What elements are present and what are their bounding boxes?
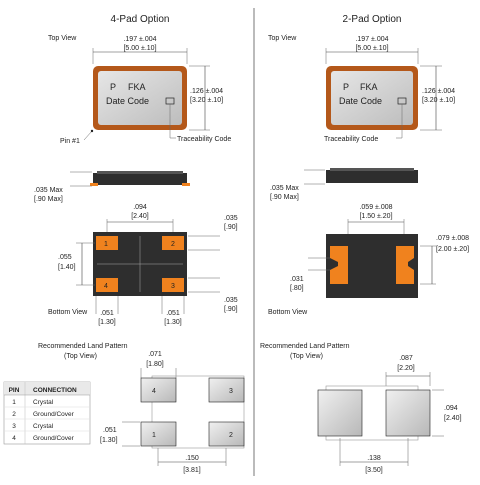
left-pin-label: 1 [104,241,108,248]
left-height-dim: .126 ±.004 [190,88,223,95]
right-side-view [326,168,418,183]
right-thick-dim-mm: [.90 Max] [270,194,299,201]
left-width-dim: .197 ±.004 [123,36,156,43]
left-pad-h-dim2: .035 [224,297,238,304]
right-pad-span: .059 ±.008 [359,204,392,211]
left-pad-4 [96,278,118,292]
left-land-span-mm: [3.81] [183,467,201,474]
right-land-h-mm: [2.40] [444,415,462,422]
right-land-sub: (Top View) [290,353,323,360]
right-trace-label: Traceability Code [324,136,378,143]
left-title: 4-Pad Option [111,14,170,25]
right-bottom-view [326,234,418,298]
left-pad-w-right-mm: [1.30] [164,319,182,326]
right-height-dim-mm: [3.20 ±.10] [422,97,455,104]
left-land-title: Recommended Land Pattern [38,343,128,350]
table-cell-pin: 3 [12,423,16,430]
left-pin-label: 3 [171,283,175,290]
table-cell-connection: Ground/Cover [33,435,75,442]
left-lid [98,71,182,125]
right-land-span-mm: [3.50] [365,467,383,474]
right-marking-p: P [343,82,349,92]
left-thick-dim: .035 Max [34,187,63,194]
left-land-span: .150 [185,455,199,462]
table-cell-pin: 4 [12,435,16,442]
table-header-connection: CONNECTION [33,387,77,394]
left-pad-pitch-x-mm: [2.40] [131,213,149,220]
right-pad-gap: .031 [290,276,304,283]
left-land-sub: (Top View) [64,353,97,360]
table-cell-connection: Crystal [33,423,54,430]
left-land-h: .051 [103,427,117,434]
right-land-pattern [317,385,431,441]
left-pad-pitch-y-mm: [1.40] [58,264,76,271]
left-pad-h-dim2-mm: [.90] [224,306,238,313]
left-pad-3 [162,278,184,292]
left-top-view-label: Top View [48,35,77,42]
right-top-view-label: Top View [268,35,297,42]
left-width-dim-mm: [5.00 ±.10] [123,45,156,52]
left-pad-h-dim-mm: [.90] [224,224,238,231]
left-thick-dim-mm: [.90 Max] [34,196,63,203]
left-side-view [90,171,190,186]
right-package-top [326,66,418,130]
left-pad-w-left-mm: [1.30] [98,319,116,326]
right-pad-h-mm: [2.00 ±.20] [436,246,469,253]
left-pin-label: 2 [171,241,175,248]
left-land-w: .071 [148,351,162,358]
right-land-title: Recommended Land Pattern [260,343,350,350]
right-pad-left [330,246,348,284]
right-pad-span-mm: [1.50 ±.20] [359,213,392,220]
right-pad-gap-mm: [.80] [290,285,304,292]
right-height-dim: .126 ±.004 [422,88,455,95]
right-pad-h: .079 ±.008 [436,235,469,242]
left-bottom-view-label: Bottom View [48,309,88,316]
right-land-w-mm: [2.20] [397,365,415,372]
left-marking-p: P [110,82,116,92]
left-pad-w-left: .051 [100,310,114,317]
right-land-w: .087 [399,355,413,362]
left-height-dim-mm: [3.20 ±.10] [190,97,223,104]
right-bottom-view-label: Bottom View [268,309,308,316]
left-land-pin: 3 [229,388,233,395]
left-land-h-mm: [1.30] [100,437,118,444]
pin-connection-table [3,381,91,445]
right-thick-dim: .035 Max [270,185,299,192]
left-land-pattern [140,375,245,449]
right-width-dim-mm: [5.00 ±.10] [355,45,388,52]
table-cell-connection: Crystal [33,399,54,406]
left-pin-label: 4 [104,283,108,290]
right-marking-date: Date Code [339,96,382,106]
right-title: 2-Pad Option [343,14,402,25]
left-trace-label: Traceability Code [177,136,231,143]
right-width-dim: .197 ±.004 [355,36,388,43]
left-land-w-mm: [1.80] [146,361,164,368]
left-marking-date: Date Code [106,96,149,106]
left-package-top [93,66,187,130]
left-pad-pitch-y: .055 [58,254,72,261]
left-pad-h-dim: .035 [224,215,238,222]
left-land-pin: 1 [152,432,156,439]
left-pad-pitch-x: .094 [133,204,147,211]
left-pad-w-right: .051 [166,310,180,317]
table-cell-connection: Ground/Cover [33,411,75,418]
left-bottom-view [93,232,187,296]
table-header-pin: PIN [9,387,20,394]
left-land-pin: 2 [229,432,233,439]
left-marking-fka: FKA [128,82,146,92]
right-marking-fka: FKA [360,82,378,92]
left-pin1-label: Pin #1 [60,138,80,145]
right-pad-right [396,246,414,284]
right-land-span: .138 [367,455,381,462]
table-cell-pin: 2 [12,411,16,418]
table-cell-pin: 1 [12,399,16,406]
right-land-h: .094 [444,405,458,412]
left-land-pin: 4 [152,388,156,395]
left-pad-1 [96,236,118,250]
left-pad-2 [162,236,184,250]
